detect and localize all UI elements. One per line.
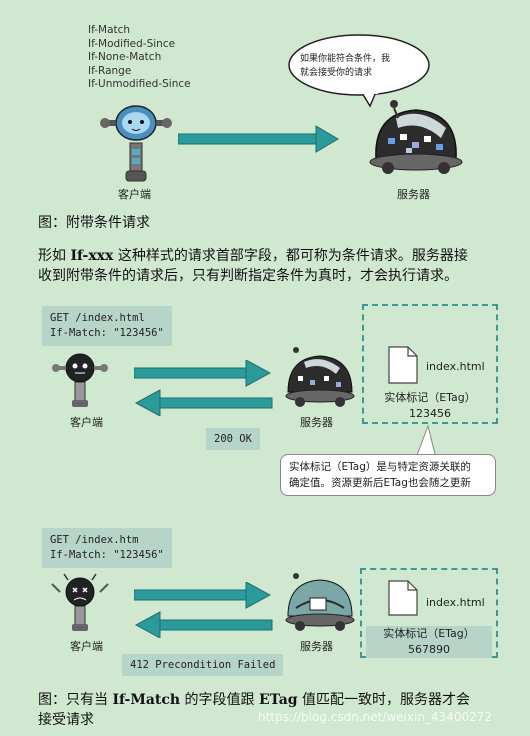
etag-info: 实体标记（ETag） 567890 <box>366 626 492 658</box>
server-label: 服务器 <box>300 416 333 429</box>
etag-note: 实体标记（ETag）是与特定资源关联的 确定值。资源更新后ETag也会随之更新 <box>280 454 496 496</box>
file-icon <box>388 346 418 384</box>
bubble-text: 如果你能符合条件，我 就会接受你的请求 <box>300 54 391 78</box>
client-robot-icon <box>52 353 108 407</box>
server-robot-icon <box>285 347 355 407</box>
watermark: https://blog.csdn.net/weixin_43400272 <box>258 710 493 724</box>
figure-caption: 图：只有当 If-Match 的字段值跟 ETag 值匹配一致时，服务器才会 接… <box>38 692 471 728</box>
client-label: 客户端 <box>70 416 103 429</box>
response-box: 200 OK <box>206 428 260 450</box>
etag-info: 实体标记（ETag） 123456 <box>384 391 476 420</box>
server-robot-icon <box>369 100 463 174</box>
request-arrow <box>178 125 339 153</box>
file-name: index.html <box>426 360 485 373</box>
header-item: If-Match <box>88 24 131 36</box>
client-label: 客户端 <box>70 640 103 653</box>
header-item: If-Unmodified-Since <box>88 78 191 90</box>
request-box: GET /index.html If-Match: "123456" <box>42 306 172 346</box>
response-box: 412 Precondition Failed <box>122 654 284 676</box>
resource-box <box>362 304 498 424</box>
server-label: 服务器 <box>397 188 430 201</box>
description-paragraph: 形如 If-xxx 这种样式的请求首部字段，都可称为条件请求。服务器接 收到附带… <box>38 248 468 284</box>
file-icon <box>388 580 418 616</box>
client-label: 客户端 <box>118 188 151 201</box>
figure-caption: 图：附带条件请求 <box>38 215 150 231</box>
header-item: If-Range <box>88 64 132 77</box>
header-item: If-Modified-Since <box>88 37 176 50</box>
conditional-header-list: If-Match If-Modified-Since If-None-Match… <box>88 24 191 92</box>
server-label: 服务器 <box>300 640 333 653</box>
request-response-arrows <box>134 582 273 638</box>
request-response-arrows <box>134 360 273 416</box>
note-pointer <box>415 424 437 458</box>
speech-bubble <box>288 34 430 108</box>
header-item: If-None-Match <box>88 51 162 63</box>
request-box: GET /index.htm If-Match: "123456" <box>42 528 172 568</box>
confused-client-robot-icon <box>51 573 109 631</box>
server-robot-icon <box>285 573 355 631</box>
client-robot-icon <box>100 105 172 182</box>
file-name: index.html <box>426 596 485 609</box>
